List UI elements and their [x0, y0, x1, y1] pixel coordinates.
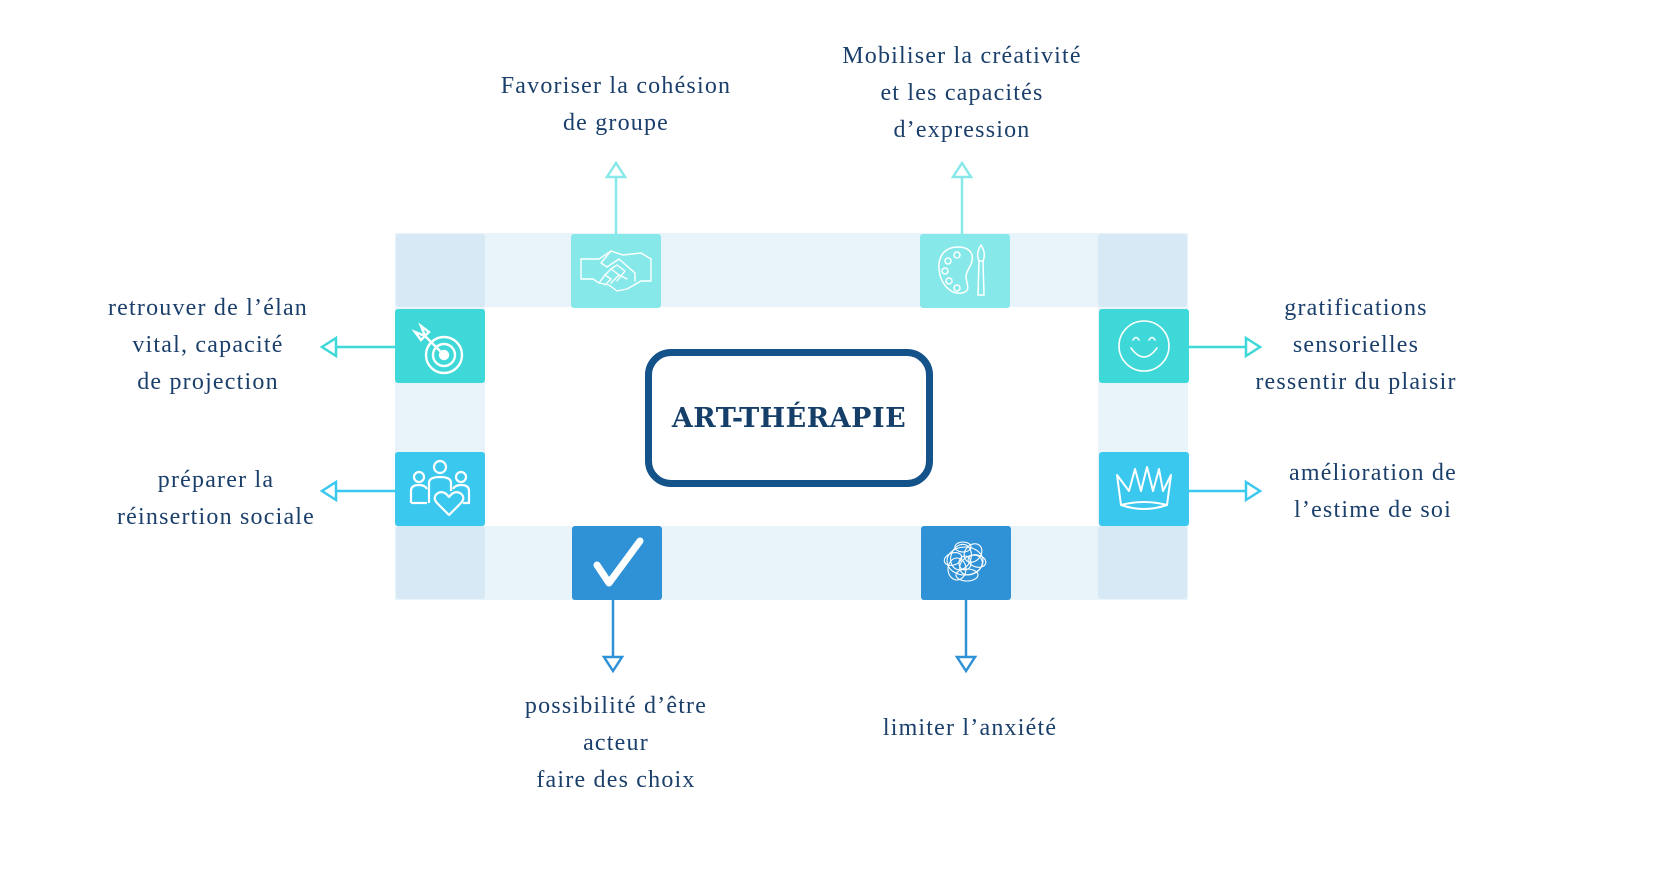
label-line: sensorielles: [1292, 332, 1420, 358]
arrow-up-cohesion-icon: [604, 160, 628, 179]
label-line: de projection: [137, 369, 279, 395]
label-line: gratifications: [1284, 295, 1428, 321]
label-line: retrouver de l’élan: [107, 295, 309, 321]
label-line: ressentir du plaisir: [1255, 369, 1457, 395]
label-elan: retrouver de l’élan vital, capacité de p…: [68, 290, 348, 401]
arrow-left-reinsertion-icon: [319, 479, 338, 503]
arrow-down-actor-icon: [601, 655, 625, 674]
label-cohesion: Favoriser la cohésion de groupe: [466, 68, 766, 142]
center-box: ART-THÉRAPIE: [645, 349, 933, 487]
label-line: Mobiliser la créativité: [842, 43, 1082, 69]
frame-bottom-band: [395, 526, 1188, 600]
frame-top-band: [395, 233, 1188, 307]
tile-cohesion: [571, 234, 661, 308]
crown-icon: [1116, 466, 1172, 510]
scribble-icon: [943, 541, 987, 582]
center-title: ART-THÉRAPIE: [671, 402, 907, 434]
label-line: possibilité d’être: [524, 693, 708, 719]
label-line: d’expression: [893, 117, 1031, 143]
arrow-up-creativity-icon: [950, 160, 974, 179]
tile-creativity: [920, 234, 1010, 308]
label-creativity: Mobiliser la créativité et les capacités…: [802, 38, 1122, 149]
label-line: de groupe: [562, 110, 670, 136]
target-icon: [411, 322, 464, 375]
arrow-right-self-esteem-icon: [1244, 479, 1263, 503]
group-heart-icon: [409, 459, 471, 517]
frame-corner-bottom-right: [1098, 526, 1187, 599]
label-line: limiter l’anxiété: [882, 715, 1058, 741]
frame-corner-top-right: [1098, 234, 1187, 307]
smile-icon: [1118, 320, 1170, 372]
tile-actor: [572, 526, 662, 600]
label-line: préparer la: [157, 467, 275, 493]
arrow-down-anxiety-icon: [954, 655, 978, 674]
arrow-left-elan-icon: [319, 335, 338, 359]
handshake-icon: [580, 250, 652, 292]
tile-reinsertion: [395, 452, 485, 526]
checkmark-icon: [593, 537, 644, 587]
label-line: réinsertion sociale: [116, 504, 316, 530]
tile-anxiety: [921, 526, 1011, 600]
frame-corner-top-left: [396, 234, 485, 307]
tile-elan: [395, 309, 485, 383]
label-line: acteur: [583, 730, 649, 756]
label-anxiety: limiter l’anxiété: [830, 710, 1110, 747]
label-line: l’estime de soi: [1294, 497, 1452, 523]
label-line: et les capacités: [880, 80, 1044, 106]
arrow-right-gratifications-icon: [1244, 335, 1263, 359]
label-actor: possibilité d’être acteur faire des choi…: [476, 688, 756, 799]
tile-gratifications: [1099, 309, 1189, 383]
label-reinsertion: préparer la réinsertion sociale: [76, 462, 356, 536]
label-gratifications: gratifications sensorielles ressentir du…: [1216, 290, 1496, 401]
label-line: amélioration de: [1289, 460, 1457, 486]
label-line: vital, capacité: [132, 332, 284, 358]
label-line: faire des choix: [536, 767, 696, 793]
frame-corner-bottom-left: [396, 526, 485, 599]
palette-icon: [938, 243, 986, 296]
label-line: Favoriser la cohésion: [500, 73, 732, 99]
label-self-esteem: amélioration de l’estime de soi: [1238, 455, 1508, 529]
tile-self-esteem: [1099, 452, 1189, 526]
